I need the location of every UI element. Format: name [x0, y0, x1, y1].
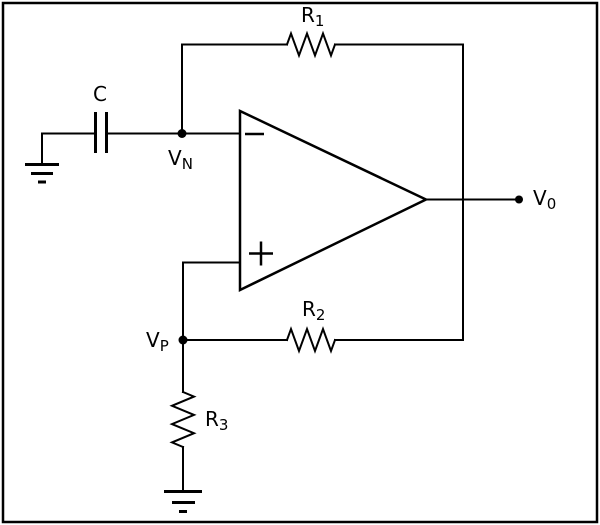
r1-label: R1: [301, 3, 324, 30]
capacitor-branch: [25, 112, 241, 184]
opamp-triangle: [238, 109, 429, 292]
branch-r2: [182, 326, 464, 354]
vout-node-dot: [515, 195, 523, 204]
opamp: [182, 109, 520, 341]
r2-label: R2: [302, 297, 325, 324]
vn-label: VN: [168, 146, 193, 173]
r2-resistor-icon: [285, 326, 337, 354]
opamp-plus-icon: [249, 241, 273, 266]
vn-node-dot: [177, 129, 187, 138]
vp-label: VP: [146, 328, 169, 355]
vout-label: V0: [533, 186, 556, 213]
ground-bottom-icon: [164, 490, 202, 513]
capacitor-label: C: [93, 82, 107, 106]
r1-resistor-icon: [285, 30, 337, 59]
r3-label: R3: [205, 407, 228, 434]
branch-r3: [164, 339, 202, 513]
feedback-branch-r1: [181, 30, 464, 341]
wire-plus-input: [182, 261, 241, 341]
r3-resistor-icon: [169, 390, 197, 449]
ground-left-icon: [25, 132, 59, 184]
vp-node-dot: [178, 335, 188, 345]
